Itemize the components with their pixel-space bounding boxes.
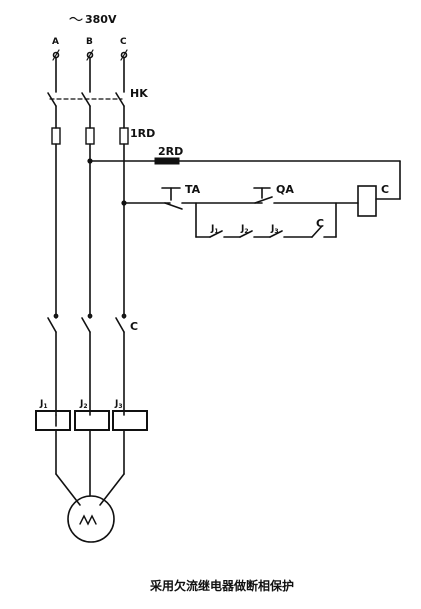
- phase-a-label: A: [52, 37, 59, 47]
- motor: [67, 495, 115, 543]
- start-button-label: QA: [276, 183, 294, 196]
- phase-a-line: [47, 49, 81, 506]
- relay-j2: [74, 410, 110, 431]
- phase-b-line: [81, 49, 95, 497]
- control-fuse-label: 2RD: [158, 145, 183, 158]
- main-contacts-label: C: [130, 320, 138, 333]
- phase-c-line: [99, 49, 129, 506]
- phase-b-label: B: [86, 37, 93, 47]
- relay-j2-label: J2: [79, 399, 88, 410]
- main-fuse-label: 1RD: [130, 127, 155, 140]
- control-supply-wire: [87, 157, 401, 200]
- relay-j3-label: J3: [114, 399, 123, 410]
- contactor-coil-label: C: [381, 183, 389, 196]
- knife-switch-label: HK: [130, 87, 148, 100]
- aux-contact-label: C: [316, 217, 324, 230]
- contact-j3-label: J3: [270, 224, 279, 235]
- supply-label: [69, 16, 83, 22]
- phase-c-label: C: [120, 37, 127, 47]
- relay-j1-label: J1: [39, 399, 48, 410]
- relay-j1: [35, 410, 71, 431]
- control-branch-wire: [121, 185, 377, 217]
- contact-j1-label: J1: [210, 224, 219, 235]
- contact-j2-label: J2: [240, 224, 249, 235]
- stop-button-label: TA: [185, 183, 201, 196]
- supply-voltage: 380V: [85, 13, 117, 26]
- relay-contact-chain: [195, 202, 337, 238]
- relay-j3: [112, 410, 148, 431]
- motor-symbol: [79, 514, 97, 526]
- diagram-caption: 采用欠流继电器做断相保护: [149, 578, 294, 593]
